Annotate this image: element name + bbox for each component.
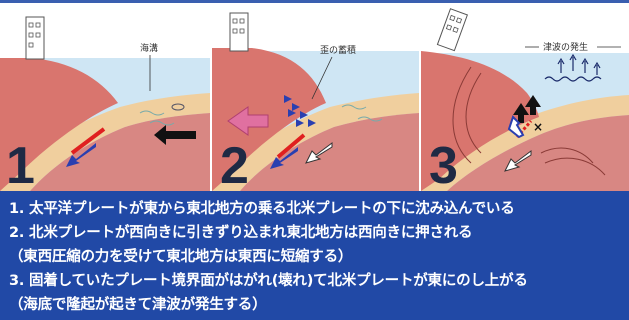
rupture-mark: × <box>533 120 543 134</box>
plate-motion-arrow <box>305 142 333 164</box>
fault-line <box>70 127 106 155</box>
fish-icon <box>171 103 185 111</box>
wave-icon <box>341 104 367 110</box>
wave-icon <box>139 110 165 116</box>
strain-markers <box>284 95 316 127</box>
panel-2: 2 歪の蓄積 <box>212 3 419 191</box>
subduction-arrow <box>66 143 96 167</box>
mantle <box>447 115 629 191</box>
strain-label: 歪の蓄積 <box>320 44 356 56</box>
uplift-arrows <box>513 95 541 123</box>
panel-divider <box>419 3 421 191</box>
compression-arrow <box>227 106 269 136</box>
plate-motion-arrow <box>504 150 532 172</box>
building-icon <box>436 8 468 52</box>
caption-box: 1. 太平洋プレートが東から東北地方の乗る北米プレートの下に沈み込んでいる 2.… <box>0 191 629 320</box>
wave-icon <box>357 116 383 122</box>
top-border <box>0 0 629 3</box>
fault-line <box>515 120 533 138</box>
building-icon <box>25 16 45 60</box>
tsunami-label: 津波の発生 <box>543 41 588 53</box>
seismic-waves <box>452 66 606 176</box>
panel-divider <box>210 3 212 191</box>
panel-number: 2 <box>220 137 249 191</box>
panel-number: 1 <box>6 137 35 191</box>
diagram-panels: 1 海溝 <box>0 3 629 191</box>
wave-icon <box>149 120 175 126</box>
continental-plate <box>212 48 326 191</box>
trench-label: 海溝 <box>140 42 158 54</box>
caption-line-5: （海底で隆起が起きて津波が発生する） <box>9 297 267 313</box>
subduction-arrow <box>270 147 298 169</box>
panel-1: 1 海溝 <box>0 3 210 191</box>
panel-3: × 3 津波の発生 <box>421 3 629 191</box>
continental-plate <box>0 58 118 191</box>
caption-line-4: 3. 固着していたプレート境界面がはがれ(壊れ)て北米プレートが東にのし上がる <box>9 273 528 289</box>
panel-number: 3 <box>429 137 458 191</box>
caption-line-3: （東西圧縮の力を受けて東北地方は東西に短縮する） <box>9 249 353 265</box>
caption-line-1: 1. 太平洋プレートが東から東北地方の乗る北米プレートの下に沈み込んでいる <box>9 201 515 217</box>
continental-plate <box>421 51 539 191</box>
strain-pointer <box>311 56 333 100</box>
building-icon <box>229 12 249 52</box>
fault-line <box>276 133 306 159</box>
tsunami-arrows <box>544 53 602 82</box>
oceanic-plate <box>0 93 210 191</box>
oceanic-plate <box>421 95 629 191</box>
rebound-arrow <box>507 115 525 139</box>
mantle <box>240 113 419 191</box>
caption-line-2: 2. 北米プレートが西向きに引きずり込まれ東北地方は西向きに押される <box>9 225 473 241</box>
plate-motion-arrow <box>154 125 196 145</box>
